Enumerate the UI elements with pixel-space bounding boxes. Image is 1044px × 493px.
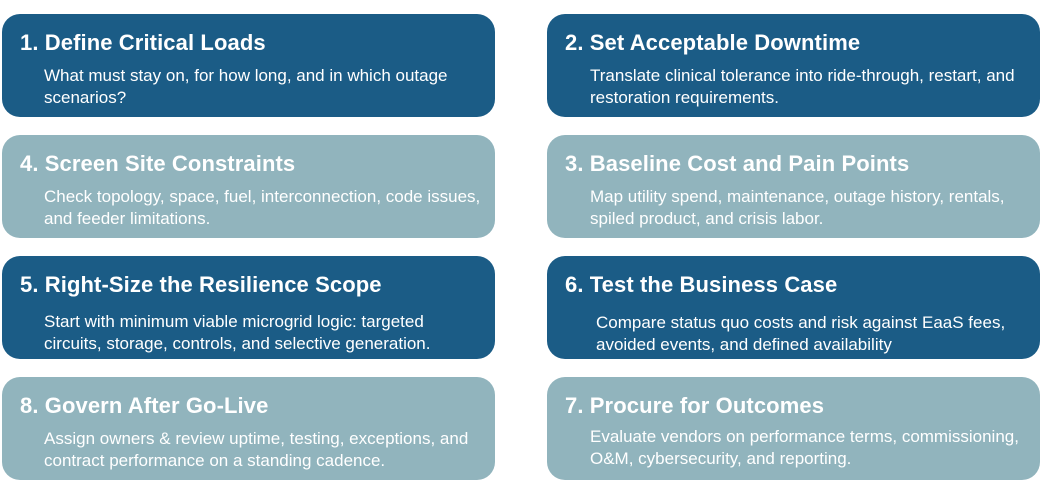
step-card-govern-after-go-live: 8. Govern After Go-Live Assign owners & … [2,377,495,480]
step-title: 6. Test the Business Case [565,272,838,297]
step-description: Assign owners & review uptime, testing, … [44,429,469,470]
step-description: Map utility spend, maintenance, outage h… [590,187,1005,228]
step-title: 7. Procure for Outcomes [565,393,825,418]
step-card-baseline-cost: 3. Baseline Cost and Pain Points Map uti… [547,135,1040,238]
step-description: What must stay on, for how long, and in … [44,66,448,107]
step-card-procure-for-outcomes: 7. Procure for Outcomes Evaluate vendors… [547,377,1040,480]
step-description: Translate clinical tolerance into ride-t… [590,66,1015,107]
step-title: 5. Right-Size the Resilience Scope [20,272,382,297]
step-title: 3. Baseline Cost and Pain Points [565,151,910,176]
step-card-set-acceptable-downtime: 2. Set Acceptable Downtime Translate cli… [547,14,1040,117]
step-card-right-size-scope: 5. Right-Size the Resilience Scope Start… [2,256,495,359]
step-card-screen-site-constraints: 4. Screen Site Constraints Check topolog… [2,135,495,238]
step-title: 1. Define Critical Loads [20,30,266,55]
step-card-define-critical-loads: 1. Define Critical Loads What must stay … [2,14,495,117]
step-title: 2. Set Acceptable Downtime [565,30,861,55]
step-title: 8. Govern After Go-Live [20,393,269,418]
step-description: Compare status quo costs and risk agains… [596,313,1006,354]
step-description: Check topology, space, fuel, interconnec… [44,187,481,228]
step-card-test-business-case: 6. Test the Business Case Compare status… [547,256,1040,359]
step-title: 4. Screen Site Constraints [20,151,296,176]
step-description: Evaluate vendors on performance terms, c… [590,427,1019,468]
step-description: Start with minimum viable microgrid logi… [44,312,431,353]
